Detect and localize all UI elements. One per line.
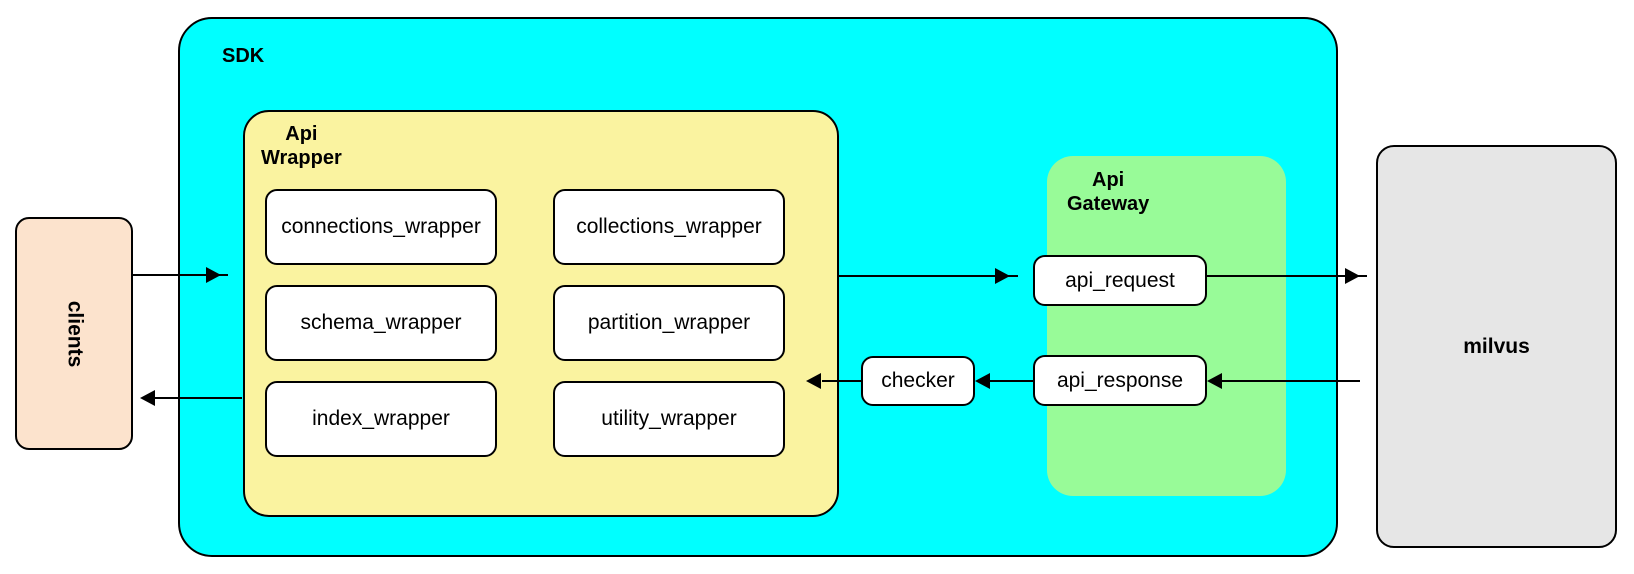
node-index-wrapper-label: index_wrapper xyxy=(312,407,450,430)
node-partition-wrapper[interactable]: partition_wrapper xyxy=(553,285,785,361)
edge-api-response-to-checker xyxy=(983,380,1033,382)
arrowhead-right-icon xyxy=(206,267,221,283)
arrowhead-right-icon xyxy=(995,268,1010,284)
node-milvus-label: milvus xyxy=(1463,334,1530,358)
node-utility-wrapper[interactable]: utility_wrapper xyxy=(553,381,785,457)
node-api-response-label: api_response xyxy=(1056,368,1184,392)
node-collections-wrapper[interactable]: collections_wrapper xyxy=(553,189,785,265)
edge-api-wrapper-to-clients xyxy=(150,397,242,399)
node-collections-wrapper-label: collections_wrapper xyxy=(576,215,762,238)
container-api-gateway[interactable]: Api Gateway xyxy=(1047,156,1286,496)
node-checker-label: checker xyxy=(881,369,955,392)
container-api-wrapper-label: Api Wrapper xyxy=(261,123,342,169)
node-partition-wrapper-label: partition_wrapper xyxy=(587,311,751,334)
node-api-request-label: api_request xyxy=(1065,268,1175,292)
node-connections-wrapper-label: connections_wrapper xyxy=(281,215,481,238)
edge-api-request-to-milvus xyxy=(1207,275,1367,277)
edge-milvus-to-api-response xyxy=(1215,380,1360,382)
node-checker[interactable]: checker xyxy=(861,356,975,406)
arrowhead-right-icon xyxy=(1345,268,1360,284)
node-api-response[interactable]: api_response xyxy=(1033,355,1207,406)
node-utility-wrapper-label: utility_wrapper xyxy=(601,407,737,430)
arrowhead-left-icon xyxy=(140,390,155,406)
container-api-gateway-label: Api Gateway xyxy=(1067,169,1150,215)
arrowhead-left-icon xyxy=(1207,373,1222,389)
arrowhead-left-icon xyxy=(806,373,821,389)
arrowhead-left-icon xyxy=(975,373,990,389)
node-milvus[interactable]: milvus xyxy=(1376,145,1617,548)
edge-checker-to-api-wrapper xyxy=(822,380,862,382)
edge-api-wrapper-to-api-gateway xyxy=(838,275,1018,277)
node-schema-wrapper-label: schema_wrapper xyxy=(300,311,462,334)
node-index-wrapper[interactable]: index_wrapper xyxy=(265,381,497,457)
node-schema-wrapper[interactable]: schema_wrapper xyxy=(265,285,497,361)
container-sdk-label: SDK xyxy=(222,45,265,67)
node-clients[interactable]: clients xyxy=(15,217,133,450)
node-api-request[interactable]: api_request xyxy=(1033,255,1207,306)
node-connections-wrapper[interactable]: connections_wrapper xyxy=(265,189,497,265)
edge-clients-to-api-wrapper xyxy=(133,274,228,276)
node-clients-label: clients xyxy=(63,300,86,367)
